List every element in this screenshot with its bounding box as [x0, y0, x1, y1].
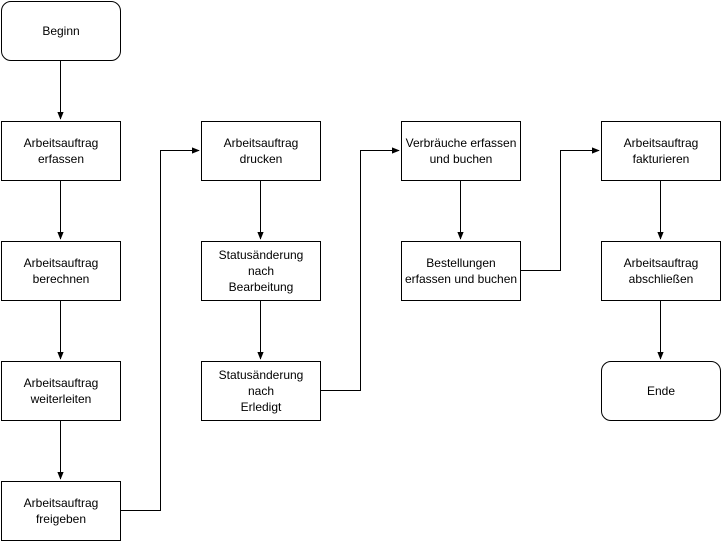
calculate-node: Arbeitsauftrag berechnen [1, 241, 121, 301]
edge-release-print [121, 147, 200, 511]
start-node: Beginn [1, 1, 121, 61]
forward-node: Arbeitsauftrag weiterleiten [1, 361, 121, 421]
status-done-node: Statusänderung nach Erledigt [201, 361, 321, 421]
end-node: Ende [601, 361, 721, 421]
close-node: Arbeitsauftrag abschließen [601, 241, 721, 301]
print-node: Arbeitsauftrag drucken [201, 121, 321, 181]
edge-status-done-consumption [321, 147, 400, 391]
status-processing-node: Statusänderung nach Bearbeitung [201, 241, 321, 301]
invoice-node: Arbeitsauftrag fakturieren [601, 121, 721, 181]
release-node: Arbeitsauftrag freigeben [1, 481, 121, 541]
consumption-node: Verbräuche erfassen und buchen [401, 121, 521, 181]
capture-node: Arbeitsauftrag erfassen [1, 121, 121, 181]
orders-node: Bestellungen erfassen und buchen [401, 241, 521, 301]
edge-orders-invoice [521, 147, 600, 271]
